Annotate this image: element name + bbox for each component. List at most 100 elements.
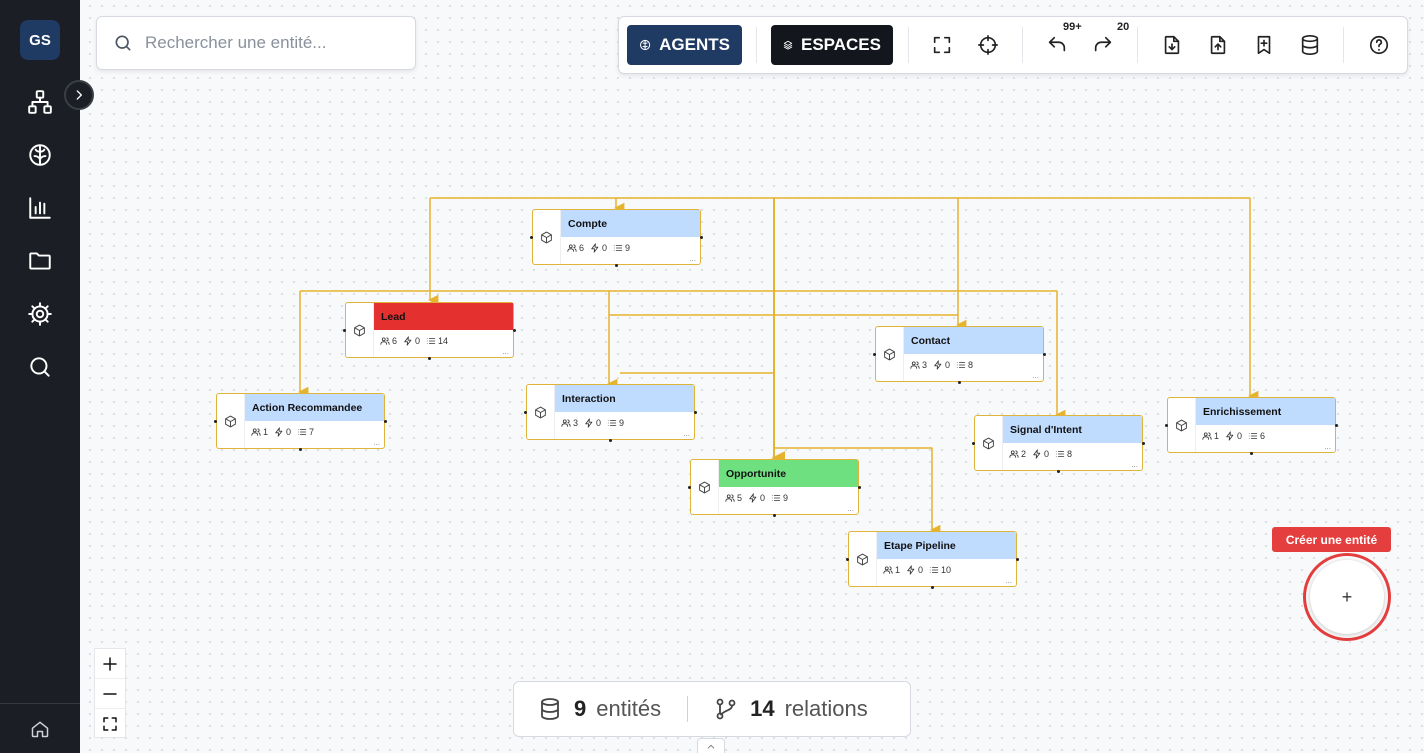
node-more[interactable]: ... — [1005, 576, 1012, 585]
search-box — [96, 16, 416, 70]
node-handle[interactable] — [1057, 470, 1060, 473]
node-handle[interactable] — [873, 353, 876, 356]
zoom-controls — [94, 648, 126, 738]
entity-node-compte[interactable]: Compte 6 0 9 ... — [530, 209, 703, 267]
node-handle[interactable] — [972, 442, 975, 445]
bolt-icon — [275, 427, 283, 437]
node-handle[interactable] — [428, 357, 431, 360]
agents-label: AGENTS — [659, 35, 730, 54]
node-more[interactable]: ... — [689, 254, 696, 263]
node-title: Compte — [561, 210, 700, 237]
help-icon[interactable] — [1365, 31, 1393, 59]
node-more[interactable]: ... — [502, 347, 509, 356]
node-users-count: 5 — [737, 493, 743, 503]
entity-node-lead[interactable]: Lead 6 0 14 ... — [343, 302, 516, 360]
users-icon — [1009, 450, 1019, 458]
node-handle[interactable] — [1016, 558, 1019, 561]
node-handle[interactable] — [1250, 452, 1253, 455]
spaces-button[interactable]: ESPACES — [771, 25, 893, 65]
entity-node-signal-intent[interactable]: Signal d'Intent 2 0 8 ... — [972, 415, 1145, 473]
brain-icon — [640, 39, 651, 51]
node-handle[interactable] — [214, 420, 217, 423]
node-handle[interactable] — [1043, 353, 1046, 356]
node-handle[interactable] — [615, 264, 618, 267]
node-handle[interactable] — [773, 514, 776, 517]
database-icon[interactable] — [1296, 31, 1324, 59]
node-handle[interactable] — [524, 411, 527, 414]
fit-view-button[interactable] — [95, 709, 125, 739]
node-handle[interactable] — [700, 236, 703, 239]
gear-icon[interactable] — [26, 300, 54, 328]
node-handle[interactable] — [513, 329, 516, 332]
entity-node-enrichissement[interactable]: Enrichissement 1 0 6 ... — [1165, 397, 1338, 455]
node-actions-count: 0 — [415, 336, 421, 346]
node-fields-count: 14 — [438, 336, 449, 346]
bookmark-icon[interactable] — [1250, 31, 1278, 59]
list-icon — [929, 567, 939, 573]
node-handle[interactable] — [609, 439, 612, 442]
create-entity-button[interactable]: + — [1303, 553, 1391, 641]
node-handle[interactable] — [343, 329, 346, 332]
stats-toggle[interactable] — [697, 738, 725, 753]
node-handle[interactable] — [958, 381, 961, 384]
database-icon — [541, 698, 559, 720]
download-file-icon[interactable] — [1158, 31, 1186, 59]
bolt-icon — [934, 360, 942, 370]
list-icon — [1248, 433, 1258, 439]
node-more[interactable]: ... — [683, 429, 690, 438]
search-input[interactable] — [145, 33, 405, 53]
node-actions-count: 0 — [596, 418, 602, 428]
search-icon[interactable] — [26, 353, 54, 381]
node-handle[interactable] — [1142, 442, 1145, 445]
node-fields-count: 8 — [968, 360, 974, 370]
cube-icon — [876, 327, 904, 381]
node-handle[interactable] — [694, 411, 697, 414]
brain-icon[interactable] — [26, 141, 54, 169]
upload-file-icon[interactable] — [1204, 31, 1232, 59]
zoom-out-button[interactable] — [95, 679, 125, 709]
node-handle[interactable] — [530, 236, 533, 239]
home-button[interactable] — [0, 703, 80, 753]
agents-button[interactable]: AGENTS — [627, 25, 742, 65]
entity-node-etape-pipeline[interactable]: Etape Pipeline 1 0 10 ... — [846, 531, 1019, 589]
plus-icon — [103, 656, 117, 671]
hierarchy-icon[interactable] — [26, 88, 54, 116]
node-stats: 2 0 8 — [1009, 449, 1072, 459]
node-handle[interactable] — [1165, 424, 1168, 427]
node-handle[interactable] — [858, 486, 861, 489]
node-more[interactable]: ... — [1032, 371, 1039, 380]
sidebar-expand-button[interactable] — [64, 80, 94, 110]
cube-icon — [691, 460, 719, 514]
list-icon — [607, 420, 617, 426]
entity-node-interaction[interactable]: Interaction 3 0 9 ... — [524, 384, 697, 442]
node-fields-count: 10 — [941, 565, 952, 575]
node-stats: 3 0 9 — [561, 418, 624, 428]
node-more[interactable]: ... — [1131, 460, 1138, 469]
node-handle[interactable] — [1335, 424, 1338, 427]
bolt-icon — [1033, 449, 1041, 459]
node-stats: 6 0 14 — [380, 336, 448, 346]
crosshair-icon[interactable] — [974, 31, 1002, 59]
node-more[interactable]: ... — [1324, 442, 1331, 451]
bar-chart-icon[interactable] — [26, 194, 54, 222]
zoom-in-button[interactable] — [95, 649, 125, 679]
redo-icon[interactable] — [1089, 31, 1117, 59]
folder-icon[interactable] — [26, 247, 54, 275]
node-actions-count: 0 — [1237, 431, 1243, 441]
node-handle[interactable] — [299, 448, 302, 451]
entity-node-action-recommandee[interactable]: Action Recommandee 1 0 7 ... — [214, 393, 387, 451]
node-more[interactable]: ... — [373, 438, 380, 447]
node-handle[interactable] — [846, 558, 849, 561]
undo-icon[interactable] — [1043, 31, 1071, 59]
avatar[interactable]: GS — [20, 20, 60, 60]
bolt-icon — [404, 336, 412, 346]
fit-view-icon[interactable] — [928, 31, 956, 59]
node-handle[interactable] — [931, 586, 934, 589]
entity-node-opportunite[interactable]: Opportunite 5 0 9 ... — [688, 459, 861, 517]
divider — [1137, 27, 1138, 63]
node-handle[interactable] — [384, 420, 387, 423]
entity-node-contact[interactable]: Contact 3 0 8 ... — [873, 326, 1046, 384]
node-handle[interactable] — [688, 486, 691, 489]
node-more[interactable]: ... — [847, 504, 854, 513]
